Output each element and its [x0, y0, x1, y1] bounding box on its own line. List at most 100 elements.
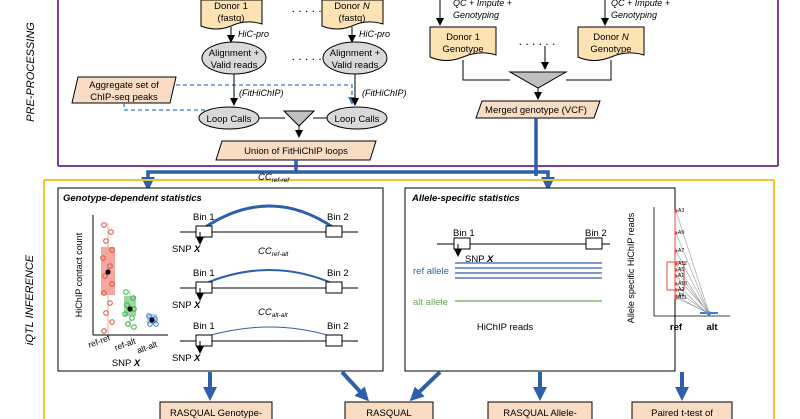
- allele-point-label: A10: [678, 281, 687, 287]
- bin2-label: Bin 2: [327, 268, 349, 279]
- ref-allele-label: ref allele: [413, 266, 449, 277]
- merged-genotype-box: Merged genotype (VCF): [475, 100, 601, 119]
- svg-text:Paired t-test of: Paired t-test of: [651, 408, 713, 419]
- bottom-box-rasqual-allele: RASQUAL Allele-: [487, 401, 593, 419]
- allele-bin1-label: Bin 1: [453, 228, 475, 239]
- donorN-fastq-doc: Donor N (fastq): [321, 0, 384, 30]
- alignment-ellipse-n: Alignment + Valid reads: [322, 41, 388, 75]
- svg-text:Alignment +: Alignment +: [330, 48, 381, 59]
- donorN-genotype-line1: Donor N: [593, 32, 629, 43]
- allele-point-ref: [674, 268, 678, 272]
- allele-pair-line: [675, 297, 710, 314]
- svg-text:Loop Calls: Loop Calls: [335, 114, 380, 125]
- allele-bin1-box: [453, 237, 471, 250]
- genotype-data-point: [103, 310, 109, 316]
- donor1-genotype-doc: Donor 1 Genotype: [429, 26, 497, 61]
- genotype-plot-ylabel: HiChIP contact count: [74, 232, 84, 317]
- svg-text:RASQUAL Allele-: RASQUAL Allele-: [503, 408, 577, 419]
- allele-pair-line: [675, 275, 710, 314]
- allele-pair-line: [675, 295, 710, 315]
- align-dots: . . . . . .: [292, 49, 329, 63]
- genotype-data-point: [102, 273, 108, 279]
- fithichip-label-1: (FitHiChIP): [239, 88, 284, 98]
- bin1-box: [195, 334, 213, 347]
- snp-label: SNP X: [172, 300, 201, 311]
- allele-point-label: A3: [678, 208, 684, 214]
- bin2-label: Bin 2: [327, 212, 349, 223]
- allele-point-label: A12: [678, 261, 687, 267]
- allele-reads-plot: Allele specific HiChIP reads ref alt A3A…: [626, 207, 730, 333]
- genotype-data-point: [146, 313, 152, 319]
- allele-point-label: A1: [678, 273, 684, 279]
- genotype-data-point: [125, 321, 131, 327]
- genotype-data-point: [101, 328, 107, 334]
- svg-text:Genotype: Genotype: [442, 44, 483, 55]
- svg-text:Genotype: Genotype: [590, 44, 631, 55]
- hicpro-label-1: HiC-pro: [238, 29, 269, 39]
- genotype-data-point: [131, 324, 137, 330]
- preprocessing-label: PRE-PROCESSING: [25, 22, 37, 122]
- allele-point-ref: [674, 274, 678, 278]
- genotype-data-point: [101, 290, 107, 296]
- allele-point-ref: [674, 282, 678, 286]
- allele-point-ref: [674, 231, 678, 235]
- bottom-box-rasqual-genotype: RASQUAL Genotype-: [159, 401, 273, 419]
- big-arrow-to-b2-left: [340, 370, 370, 402]
- genotype-plot-xlabel: SNP X: [112, 358, 141, 369]
- bin2-box: [325, 281, 343, 294]
- genotype-data-point: [153, 321, 159, 327]
- donorN-genotype-doc: Donor N Genotype: [577, 26, 645, 61]
- allele-pair-line: [675, 289, 710, 315]
- donor1-fastq-doc: Donor 1 (fastq): [200, 0, 263, 30]
- preprocessing-frame: [57, 0, 779, 167]
- genotype-data-point: [100, 255, 106, 261]
- allele-pair-line: [675, 250, 710, 315]
- genotype-data-point: [129, 315, 135, 321]
- cc-label: CCref-alt: [258, 246, 290, 258]
- bin1-box: [195, 281, 213, 294]
- alignment-ellipse-1: Alignment + Valid reads: [201, 41, 267, 75]
- donorN-fastq-line1: Donor N: [334, 1, 370, 12]
- chipseq-dashed-line: [123, 103, 234, 111]
- allele-point-label: A4: [678, 293, 684, 299]
- union-loops-box: Union of FitHiChIP loops: [215, 140, 377, 161]
- allele-loop-schematic: Bin 1 Bin 2 SNP X ref allele alt allele …: [413, 228, 610, 333]
- big-arrow-to-b2-right: [409, 370, 442, 402]
- bin1-label: Bin 1: [193, 212, 215, 223]
- mean-ref-alt: [127, 306, 133, 312]
- bin2-box: [325, 334, 343, 347]
- loop-calls-ellipse-n: Loop Calls: [326, 106, 388, 130]
- allele-point-label: A2: [678, 287, 684, 293]
- allele-panel-title: Allele-specific statistics: [411, 193, 520, 204]
- donor-dots: . . . . . .: [292, 1, 329, 15]
- donor1-fastq-line2: (fastq): [218, 13, 245, 24]
- bin1-box: [195, 225, 213, 238]
- cc-label: CCalt-alt: [258, 307, 289, 319]
- merge-funnel-loops: [282, 110, 316, 127]
- iqtl-inference-label: iQTL INFERENCE: [24, 254, 36, 345]
- bin1-label: Bin 1: [193, 321, 215, 332]
- genotype-dots: . . . . . .: [519, 34, 556, 48]
- allele-plot-ylabel: Allele specific HiChIP reads: [626, 212, 636, 323]
- genoN-to-funnel: [566, 60, 612, 81]
- allele-pair-line: [675, 210, 710, 314]
- allele-point-ref: [674, 296, 678, 300]
- genotype-data-point: [109, 281, 115, 287]
- big-arrow-union-right: [296, 170, 555, 191]
- allele-xtick-ref: ref: [670, 322, 683, 333]
- allele-xtick-alt: alt: [706, 322, 718, 333]
- bin2-label: Bin 2: [327, 321, 349, 332]
- mean-alt-alt: [149, 317, 155, 323]
- genotype-data-point: [107, 263, 113, 269]
- snp-label: SNP X: [172, 244, 201, 255]
- genotype-panel-title: Genotype-dependent statistics: [63, 193, 202, 204]
- genotype-data-point: [107, 300, 113, 306]
- donor1-fastq-line1: Donor 1: [214, 1, 248, 12]
- allele-pair-line: [675, 232, 710, 315]
- genotype-data-point: [124, 302, 130, 308]
- svg-text:Alignment +: Alignment +: [209, 48, 260, 59]
- svg-text:Valid reads: Valid reads: [332, 60, 379, 71]
- allele-point-ref: [674, 209, 678, 213]
